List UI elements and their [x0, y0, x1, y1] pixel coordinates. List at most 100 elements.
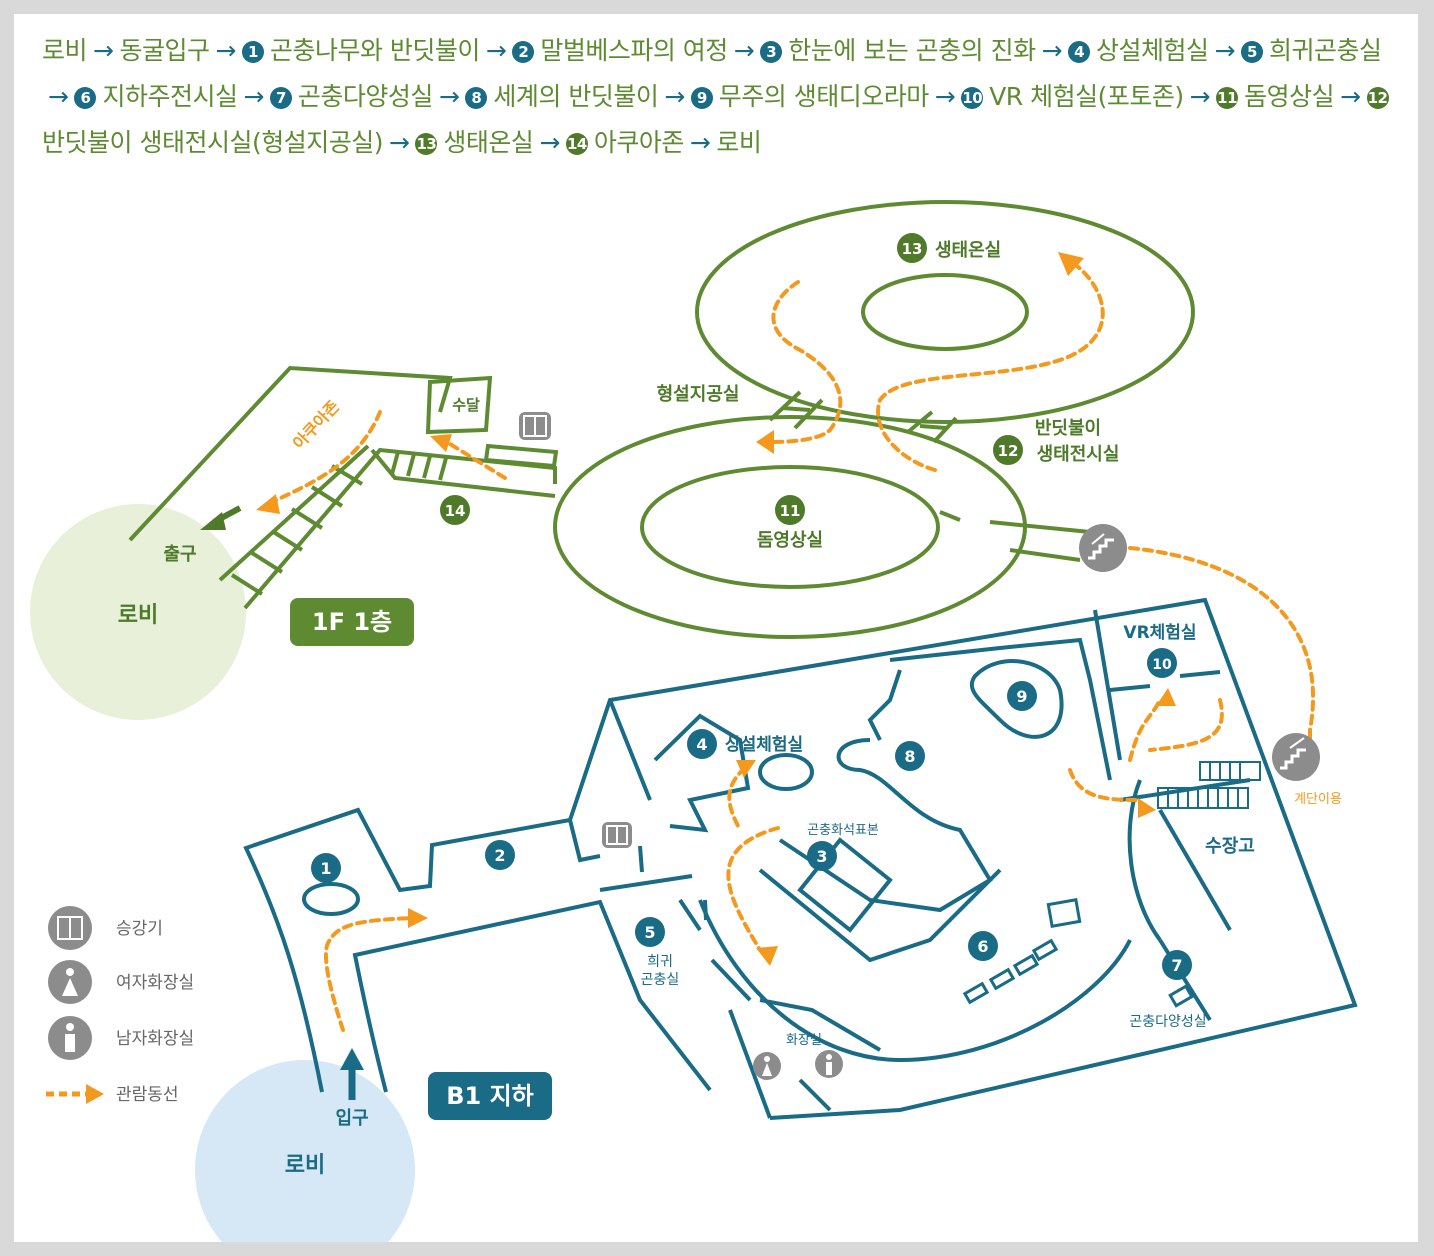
lobby-b1-area: [195, 1060, 415, 1242]
floor-map: 로비 출구: [30, 200, 1358, 1242]
b1-stair-stripes: [1157, 761, 1261, 809]
path-b1-arrowheads: [408, 688, 1176, 966]
men-restroom-icon: [815, 1050, 843, 1078]
route-step-label: VR 체험실(포토존): [989, 82, 1184, 111]
legend: 승강기 여자화장실 남자화장실 관람동선: [46, 906, 194, 1105]
otter-label: 수달: [452, 396, 480, 414]
room-12-number: 12: [998, 442, 1019, 460]
route-step-number: 1: [241, 41, 264, 63]
route-step-label: 로비: [42, 36, 88, 65]
route-step-label: 돔영상실: [1244, 82, 1335, 111]
room-14-badge: [440, 495, 470, 525]
legend-path-icon: [46, 1084, 104, 1104]
route-arrow: →: [438, 82, 460, 111]
path-b1: [323, 698, 1312, 1032]
room-12-badge: [993, 435, 1023, 465]
stairs-label: 계단이용: [1294, 792, 1342, 807]
aqua-zone-label: 아쿠아존: [289, 397, 343, 453]
exit-label: 출구: [163, 544, 196, 565]
lobby-1f-label: 로비: [118, 603, 158, 628]
restroom-label: 화장실: [786, 1033, 822, 1048]
route-step-number: 2: [512, 41, 535, 63]
exit-arrowhead: [200, 512, 226, 530]
room-7-label: 곤충다양성실: [1129, 1014, 1206, 1030]
route-arrow: →: [93, 36, 114, 65]
route-step-label: 세계의 반딧불이: [493, 82, 659, 111]
stairs-icon: [1079, 524, 1127, 572]
entrance-arrowhead: [340, 1048, 364, 1070]
room-14-number: 14: [445, 502, 466, 520]
route-arrow: →: [243, 82, 264, 111]
room-6-exhibits: [962, 897, 1194, 1008]
firefly-label-1: 반딧불이: [1035, 418, 1101, 439]
room-10-badge: [1147, 648, 1177, 678]
route-arrow: →: [664, 82, 685, 111]
route-arrow: →: [1189, 82, 1211, 111]
dome-label: 돔영상실: [757, 530, 823, 551]
route-arrow: →: [1340, 82, 1361, 111]
route-step-label: 지하주전시실: [102, 82, 238, 111]
floor-1f-badge-label: 1F 1층: [312, 608, 392, 636]
floor-b1-badge-label: B1 지하: [446, 1082, 534, 1110]
legend-elevator-label: 승강기: [116, 919, 163, 939]
path-1f-arrowheads: [256, 252, 1084, 514]
route-step-label: 한눈에 보는 곤충의 진화: [788, 36, 1036, 65]
room-6-badge: [968, 931, 998, 961]
legend-women-icon: [48, 960, 92, 1004]
room-7-number: 7: [1171, 956, 1182, 975]
floor-b1-walls: [243, 597, 1358, 1120]
room-5-label-1: 희귀: [647, 954, 673, 970]
room-5-label-2: 곤충실: [641, 972, 680, 988]
route-step-label: 상설체험실: [1096, 36, 1209, 65]
route-arrow: →: [689, 128, 711, 157]
route-step-number: 5: [1241, 41, 1264, 63]
lobby-1f-area: [30, 504, 246, 720]
route-step-number: 12: [1366, 87, 1389, 109]
route-step-number: 6: [74, 87, 97, 109]
route-step-label: 동굴입구: [119, 36, 210, 65]
route-step: 동굴입구: [119, 36, 210, 65]
route-arrow: →: [388, 128, 410, 157]
entrance-label: 입구: [335, 1107, 368, 1129]
room-9-number: 9: [1016, 687, 1027, 706]
route-step-label: 곤충나무와 반딧불이: [269, 36, 480, 65]
route-step-number: 9: [690, 87, 713, 109]
room-5-badge: [635, 917, 665, 947]
route-step: 로비: [716, 128, 762, 157]
route-step-label: 무주의 생태디오라마: [718, 82, 929, 111]
lobby-b1-label: 로비: [285, 1153, 325, 1178]
stairs-icon: [1272, 733, 1320, 781]
room-13-badge: [897, 233, 927, 263]
room-8-badge: [895, 741, 925, 771]
women-restroom-icon: [753, 1052, 781, 1080]
legend-elevator-icon: [48, 906, 92, 950]
route-step-number: 11: [1216, 87, 1239, 109]
route-step-label: 반딧불이 생태전시실(형설지공실): [42, 128, 383, 157]
room-8-number: 8: [904, 747, 915, 766]
greenhouse-label: 생태온실: [935, 240, 1001, 261]
hyeongseol-label: 형설지공실: [657, 384, 740, 405]
room-7-badge: [1162, 950, 1192, 980]
room-2-number: 2: [494, 846, 505, 865]
room-4-badge: [687, 729, 717, 759]
route-arrow: →: [539, 128, 560, 157]
room-1-badge: [311, 853, 341, 883]
route-step-number: 13: [415, 133, 438, 155]
route-arrow: →: [48, 82, 69, 111]
legend-women-label: 여자화장실: [116, 973, 194, 993]
firefly-label-2: 생태전시실: [1037, 444, 1120, 465]
room-3-label: 곤충화석표본: [807, 823, 879, 838]
route-step-number: 4: [1068, 41, 1091, 63]
